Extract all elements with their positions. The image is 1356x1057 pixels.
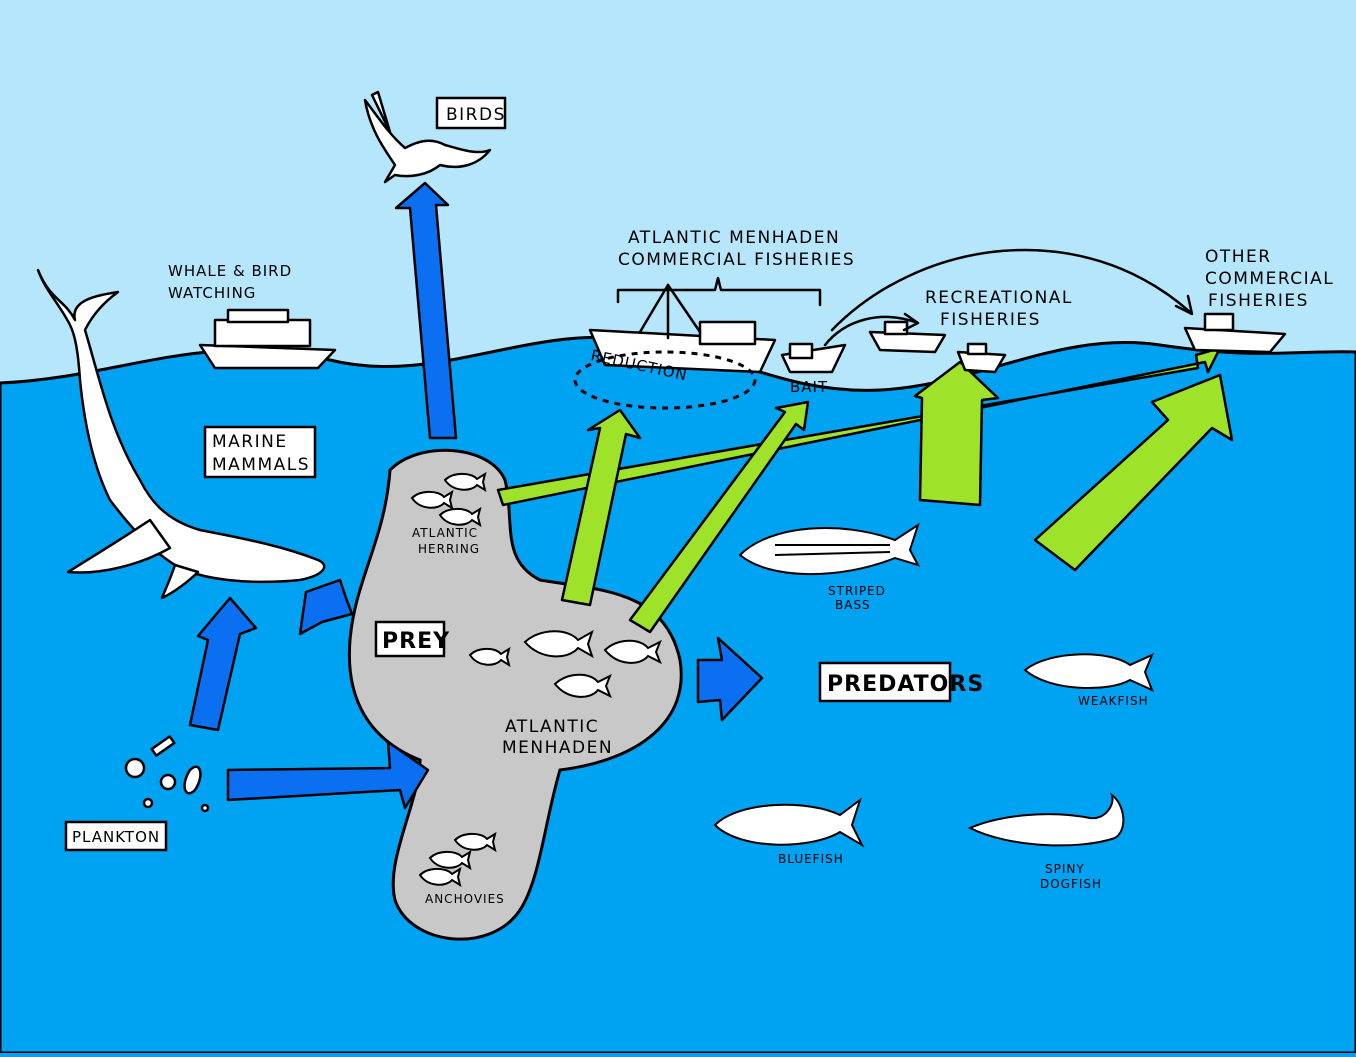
bluefish-icon [713, 797, 865, 848]
birds-label: BIRDS [446, 105, 506, 125]
striped-bass-label: STRIPED BASS [828, 584, 891, 612]
arrow-plankton-to-prey [226, 740, 430, 810]
fisheries-bracket [616, 276, 822, 307]
plankton-label-box [64, 820, 168, 852]
atlantic-herring-label: ATLANTIC HERRING [412, 526, 483, 556]
arrow-bait-to-other-commercial [830, 248, 1192, 332]
arrow-prey-to-birds [394, 181, 458, 440]
prey-label: PREY [382, 629, 450, 654]
arrow-prey-to-predators [696, 636, 764, 722]
weakfish-icon [1023, 653, 1154, 692]
plankton-label: PLANKTON [72, 828, 160, 846]
plankton-icon [124, 735, 210, 813]
recreational-boat-icon [868, 320, 1007, 374]
arrow-to-other-commercial [1033, 373, 1234, 572]
bait-label: BAIT [790, 378, 828, 396]
bluefish-label: BLUEFISH [778, 852, 844, 866]
commercial-boat-icon [1183, 312, 1287, 354]
prey-label-box [374, 620, 446, 658]
marine-mammals-label-box [203, 425, 317, 479]
purse-seine-net-icon [573, 350, 757, 410]
anchovies-label: ANCHOVIES [425, 892, 505, 906]
menhaden-fisheries-label: ATLANTIC MENHADEN COMMERCIAL FISHERIES [618, 228, 855, 270]
recreational-fisheries-label: RECREATIONAL FISHERIES [925, 288, 1080, 330]
striped-bass-icon [738, 522, 921, 576]
arrow-herring-to-other-commercial [496, 346, 1222, 507]
other-commercial-fisheries-label: OTHER COMMERCIAL FISHERIES [1205, 247, 1341, 311]
arrow-prey-to-mammals [298, 578, 354, 636]
spiny-dogfish-icon [967, 792, 1125, 847]
arrow-menhaden-to-bait [628, 400, 810, 634]
arrow-bait-to-recreational [823, 315, 917, 347]
weakfish-label: WEAKFISH [1078, 694, 1149, 708]
arrow-menhaden-to-reduction [560, 408, 642, 607]
prey-region [347, 448, 683, 941]
herring-school-icon [410, 471, 487, 528]
bait-boat-icon [780, 342, 847, 374]
arrow-bait-to-other-commercial-head [1174, 294, 1194, 316]
anchovy-school-icon [418, 831, 497, 888]
arrow-to-recreational [913, 360, 1000, 507]
humpback-whale-icon [36, 268, 326, 600]
arrow-plankton-to-mammals [188, 596, 258, 732]
whale-watching-boat-icon [198, 308, 337, 370]
predators-label: PREDATORS [827, 672, 984, 697]
atlantic-menhaden-label: ATLANTIC MENHADEN [502, 717, 613, 758]
whale-bird-watching-label: WHALE & BIRD WATCHING [168, 262, 298, 302]
predators-label-box [818, 661, 952, 703]
spiny-dogfish-label: SPINY DOGFISH [1040, 862, 1102, 891]
marine-mammals-label: MARINE MAMMALS [212, 432, 310, 475]
menhaden-school-icon [468, 629, 662, 699]
bird-icon [363, 90, 492, 184]
arrow-bait-to-recreational-head [902, 312, 920, 332]
birds-label-box [435, 96, 507, 130]
